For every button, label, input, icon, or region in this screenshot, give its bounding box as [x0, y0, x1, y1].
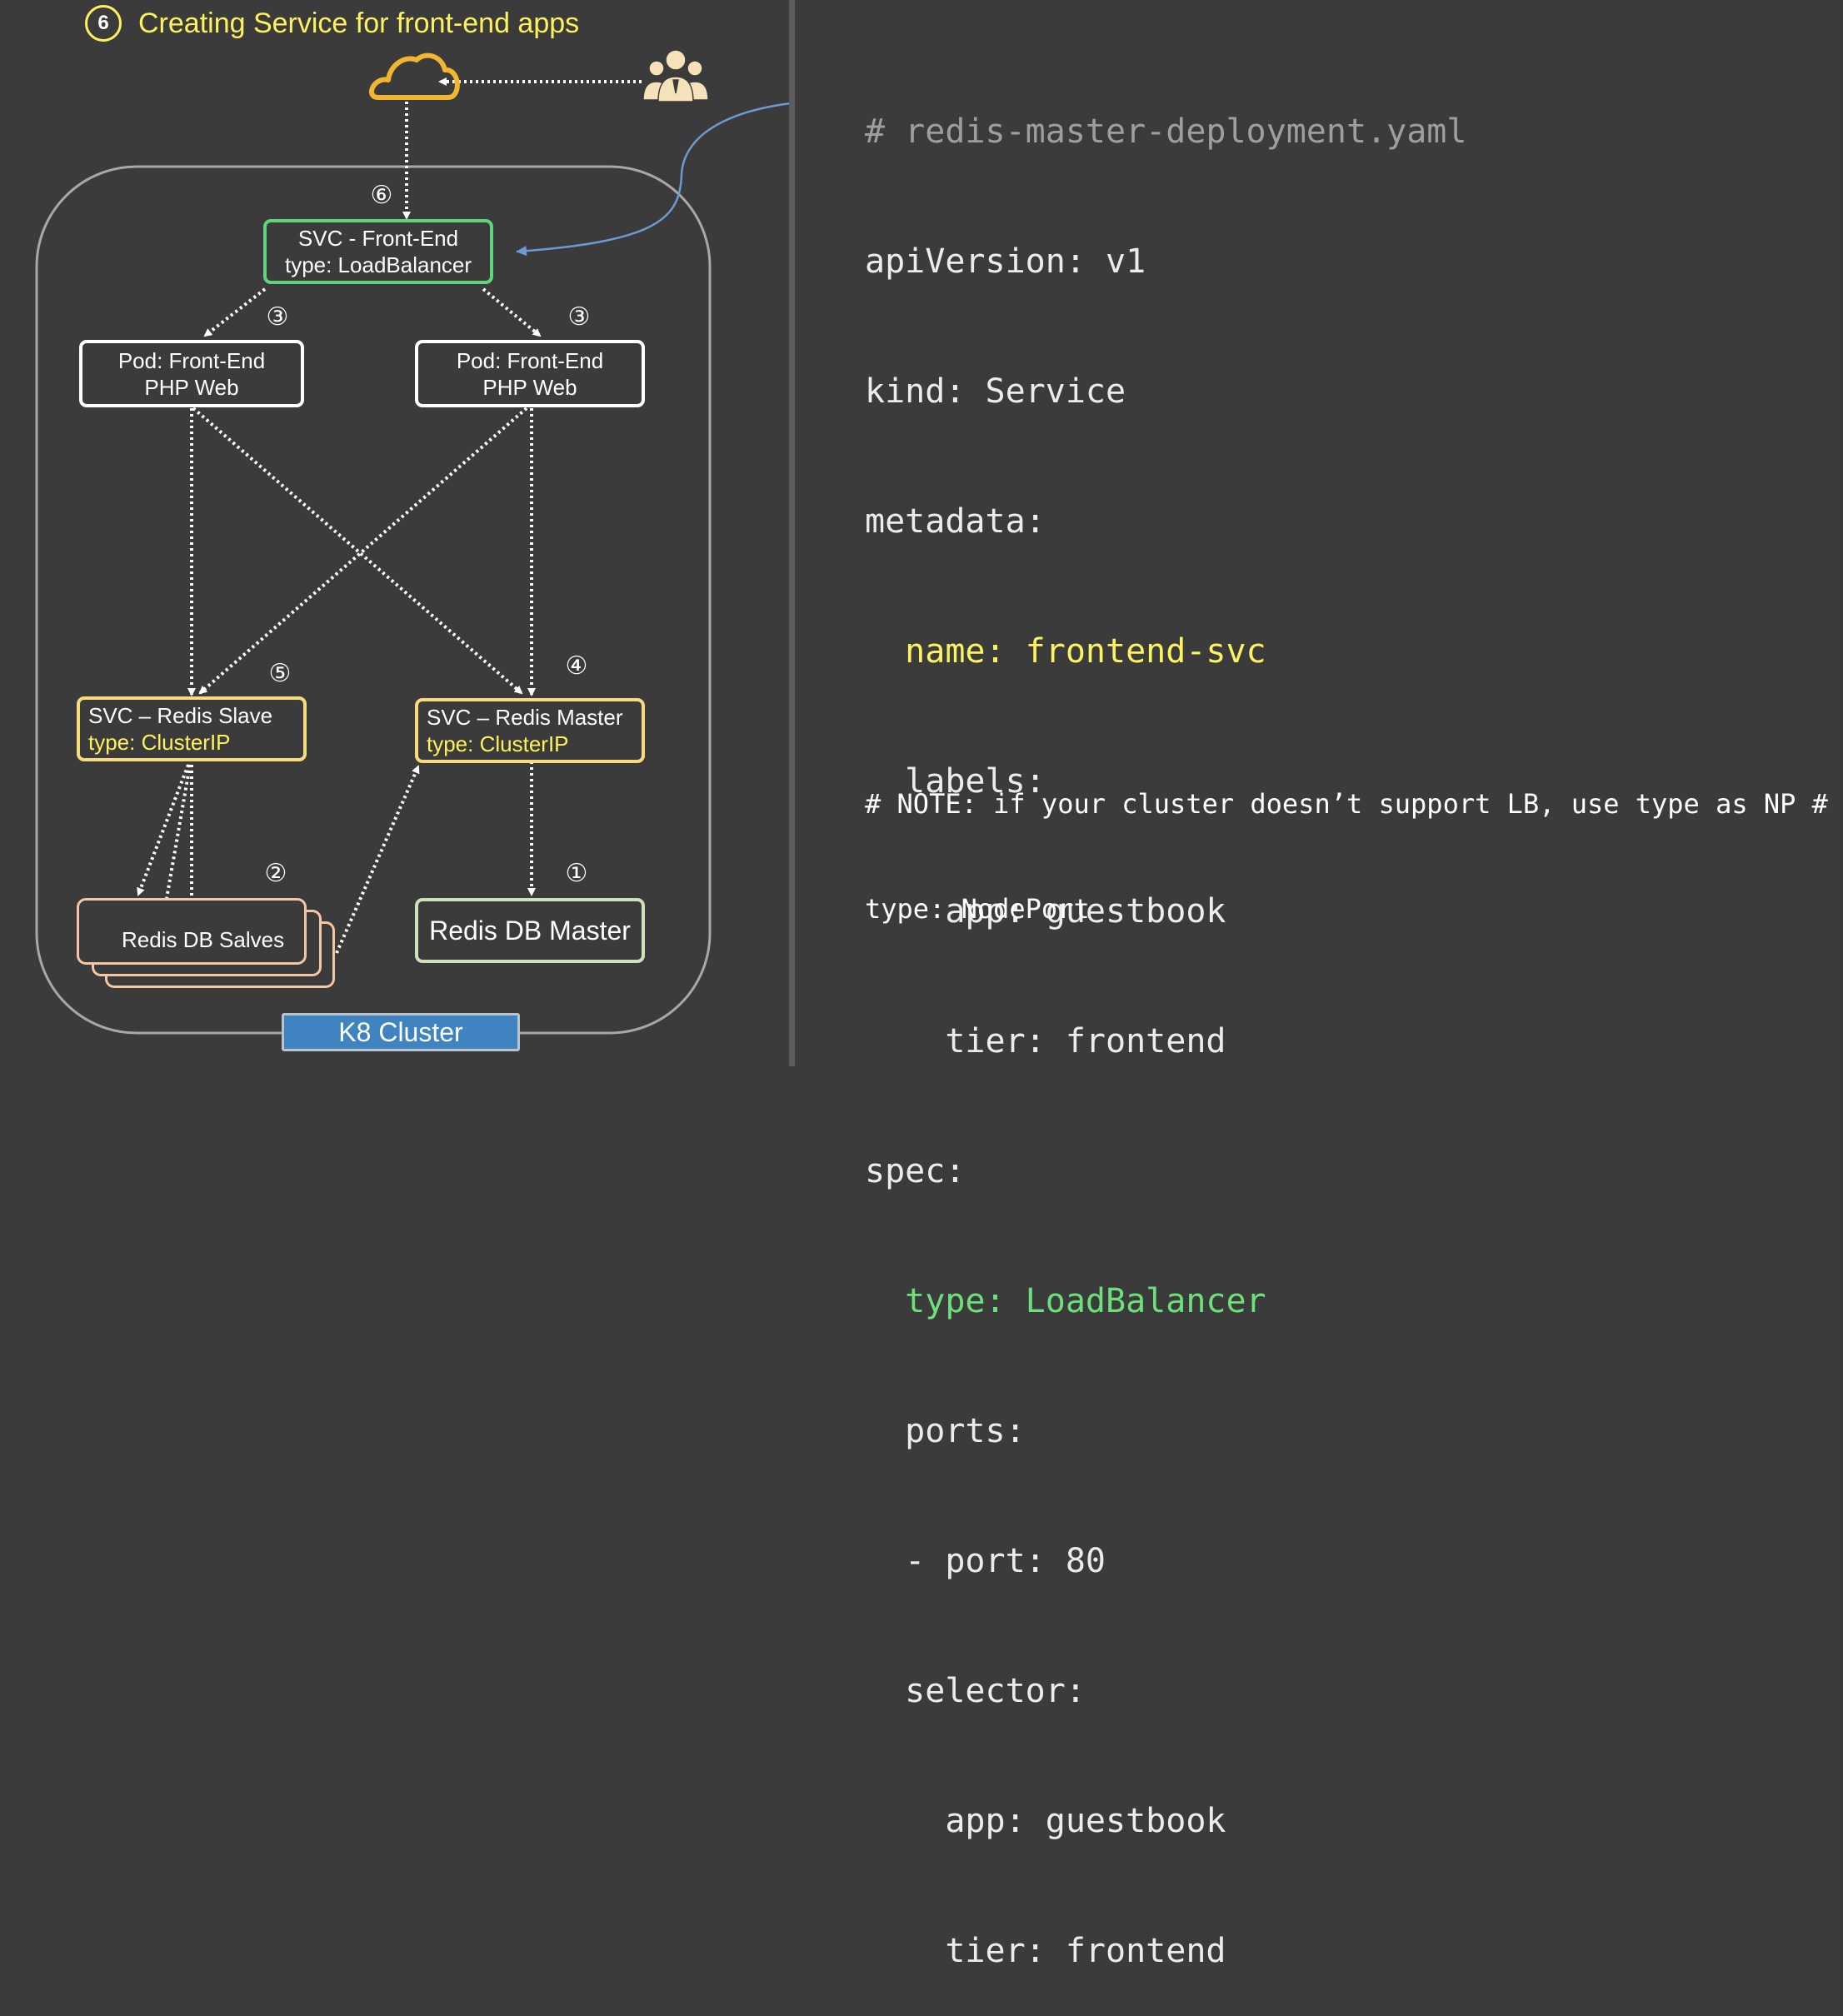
code-line-5: name: frontend-svc: [865, 632, 1266, 671]
pod-frontend-1-app: PHP Web: [144, 374, 239, 400]
svc-frontend-to-pod1-arrow: [203, 287, 267, 337]
code-to-svc-connector: [516, 102, 792, 257]
code-line-7: app: guestbook: [865, 892, 1226, 931]
pod-frontend-1-box: Pod: Front-End PHP Web: [79, 340, 304, 407]
code-line-2: apiVersion: v1: [865, 242, 1146, 281]
yaml-note: # NOTE: if your cluster doesn’t support …: [865, 716, 1828, 961]
code-line-8: tier: frontend: [865, 1022, 1226, 1060]
k8-cluster-label: K8 Cluster: [282, 1013, 520, 1051]
users-icon: [642, 49, 709, 102]
pod2-to-slave-svc-arrow: [198, 407, 528, 695]
code-line-11: ports:: [865, 1412, 1026, 1450]
diagram-title: 6 Creating Service for front-end apps: [85, 2, 579, 44]
yaml-code-block: # redis-master-deployment.yaml apiVersio…: [865, 23, 1466, 2016]
step-marker-master: ①: [565, 859, 588, 887]
redis-master-box: Redis DB Master: [415, 898, 645, 963]
pod-frontend-1-name: Pod: Front-End: [117, 347, 266, 373]
cloud-icon: [369, 52, 460, 100]
title-text: Creating Service for front-end apps: [138, 7, 580, 39]
step-number-badge: 6: [85, 5, 122, 42]
slave-svc-to-slaves-arrow-2: [162, 764, 192, 910]
note-line-1: # NOTE: if your cluster doesn’t support …: [865, 788, 1828, 820]
architecture-diagram: 6 Creating Service for front-end apps SV…: [0, 0, 792, 1066]
step-marker-pod-2: ③: [567, 302, 591, 331]
code-line-10: type: LoadBalancer: [865, 1282, 1266, 1320]
step-marker-svc-frontend: ⑥: [370, 181, 393, 209]
code-line-3: kind: Service: [865, 372, 1126, 411]
svc-redis-master-type: type: ClusterIP: [427, 731, 569, 756]
step-marker-svc-slave: ⑤: [268, 659, 292, 687]
svc-redis-master-box: SVC – Redis Master type: ClusterIP: [415, 698, 645, 763]
svc-frontend-name: SVC - Front-End: [297, 226, 459, 251]
code-line-6: labels:: [865, 762, 1046, 801]
step-marker-slaves: ②: [264, 859, 287, 887]
code-line-12: - port: 80: [865, 1542, 1106, 1580]
slave-svc-to-slaves-arrow-1: [137, 764, 190, 896]
code-line-14: app: guestbook: [865, 1802, 1226, 1840]
code-line-4: metadata:: [865, 502, 1046, 541]
pod-frontend-2-name: Pod: Front-End: [456, 347, 604, 373]
code-line-15: tier: frontend: [865, 1932, 1226, 1970]
svc-frontend-to-pod2-arrow: [482, 287, 542, 337]
step-marker-pod-1: ③: [266, 302, 289, 331]
svc-redis-master-name: SVC – Redis Master: [427, 705, 623, 730]
panel-divider: [789, 0, 795, 1066]
svc-redis-slave-box: SVC – Redis Slave type: ClusterIP: [77, 696, 307, 761]
pod-frontend-2-box: Pod: Front-End PHP Web: [415, 340, 645, 407]
svc-redis-slave-type: type: ClusterIP: [88, 730, 231, 755]
svc-redis-slave-name: SVC – Redis Slave: [88, 703, 273, 728]
redis-master-label: Redis DB Master: [429, 916, 631, 946]
step-marker-svc-master: ④: [565, 651, 588, 680]
redis-slaves-box: [77, 898, 307, 965]
svc-frontend-box: SVC - Front-End type: LoadBalancer: [263, 219, 493, 284]
slaves-to-master-svc-arrow: [335, 765, 420, 954]
code-line-1: # redis-master-deployment.yaml: [865, 112, 1467, 151]
pod1-to-master-svc-arrow: [192, 407, 523, 695]
svc-frontend-type: type: LoadBalancer: [284, 252, 472, 277]
note-line-2: type: NodePort: [865, 893, 1090, 925]
code-line-9: spec:: [865, 1152, 966, 1190]
code-line-13: selector:: [865, 1672, 1086, 1710]
pod-frontend-2-app: PHP Web: [482, 374, 577, 400]
redis-slaves-label: Redis DB Salves: [122, 927, 285, 952]
